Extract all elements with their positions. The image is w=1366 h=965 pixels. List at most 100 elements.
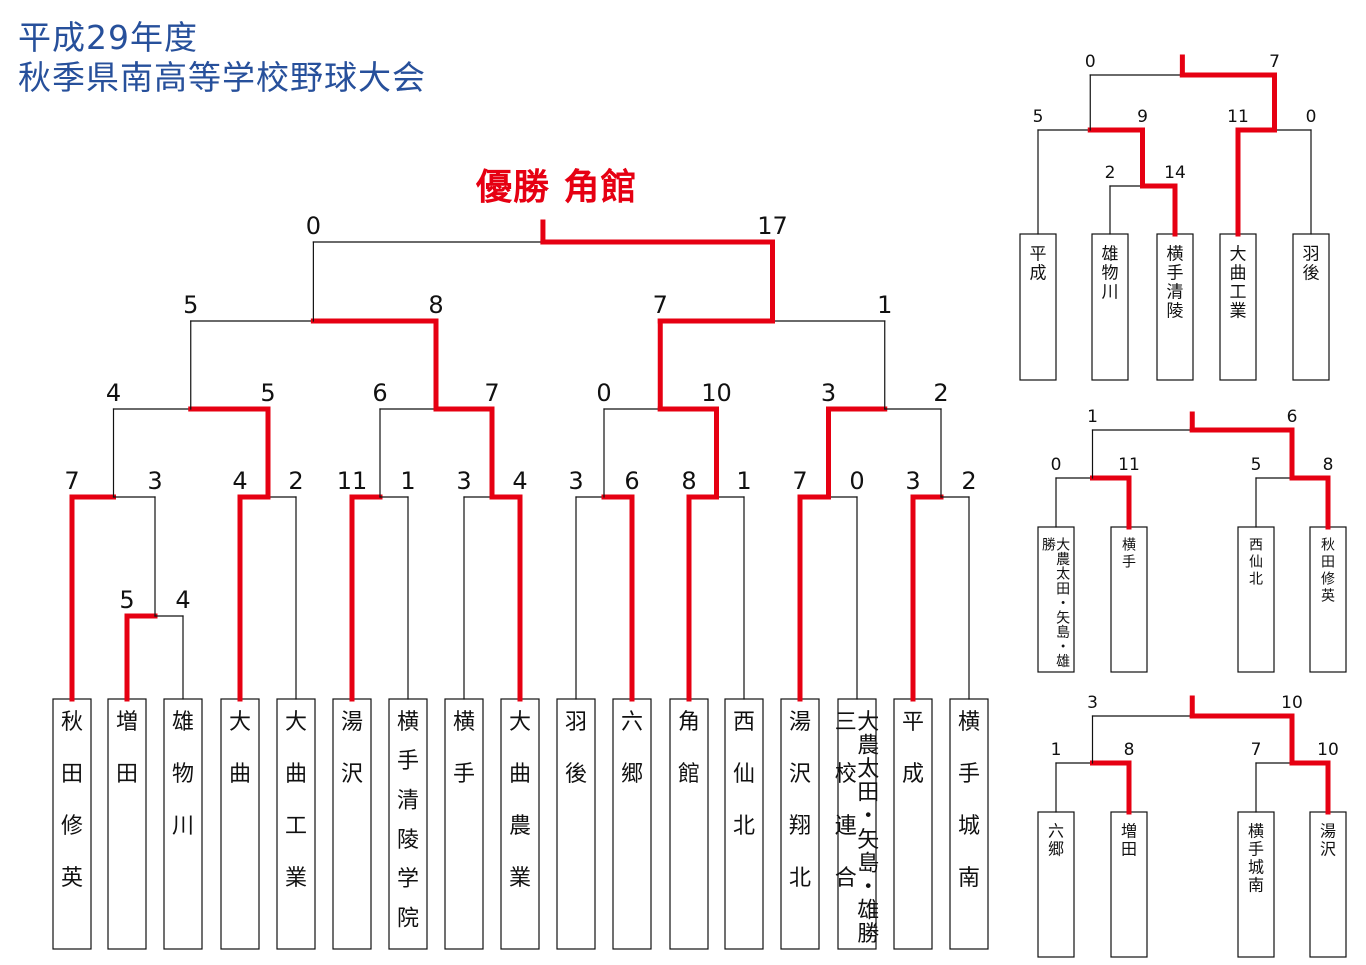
main-team-name: 大曲工業	[285, 710, 307, 891]
main-score: 10	[701, 379, 732, 407]
side1-team-box	[1219, 233, 1257, 381]
main-team-box	[556, 698, 596, 950]
main-score: 7	[792, 467, 807, 495]
side1-score: 9	[1137, 107, 1148, 127]
main-team-name: 横手	[453, 710, 475, 787]
main-team-name: 湯沢	[341, 710, 363, 787]
main-score: 6	[624, 467, 639, 495]
side3-team-box	[1110, 811, 1148, 958]
side3-team-name: 増田	[1121, 821, 1137, 858]
main-score: 0	[306, 212, 321, 240]
main-team-name: 角館	[678, 710, 700, 787]
side3-score: 10	[1281, 693, 1303, 713]
side3-team-name: 六郷	[1048, 821, 1064, 858]
main-team-box	[669, 698, 709, 950]
main-team-box	[949, 698, 989, 950]
main-score: 4	[106, 379, 121, 407]
main-team-box	[220, 698, 260, 950]
side1-team-name: 羽後	[1303, 244, 1320, 283]
main-team-box	[612, 698, 652, 950]
side1-score: 5	[1033, 107, 1044, 127]
side2-team-box	[1237, 526, 1275, 673]
side2-score: 1	[1087, 407, 1098, 427]
main-score: 1	[877, 291, 892, 319]
main-team-box	[276, 698, 316, 950]
side2-team-box	[1037, 526, 1075, 673]
main-score: 7	[653, 291, 668, 319]
main-score: 7	[484, 379, 499, 407]
main-score: 4	[232, 467, 247, 495]
main-score: 5	[183, 291, 198, 319]
main-score: 4	[512, 467, 527, 495]
main-score: 7	[64, 467, 79, 495]
main-team-name: 平成	[902, 710, 924, 787]
main-team-name: 大農太田・矢島・雄勝三校連合	[835, 710, 879, 947]
main-team-name: 大曲	[229, 710, 251, 787]
side1-team-box	[1292, 233, 1330, 381]
side3-team-name: 横手城南	[1248, 821, 1264, 894]
main-score: 0	[849, 467, 864, 495]
side1-score: 11	[1227, 107, 1249, 127]
side2-score: 8	[1323, 455, 1334, 475]
side1-team-box	[1019, 233, 1057, 381]
main-team-box	[780, 698, 820, 950]
side1-team-box	[1156, 233, 1194, 381]
side2-score: 11	[1118, 455, 1140, 475]
main-score: 2	[933, 379, 948, 407]
side2-team-name: 横手	[1122, 538, 1136, 571]
side2-score: 6	[1287, 407, 1298, 427]
main-team-name: 秋田修英	[61, 710, 83, 891]
side1-score: 0	[1085, 52, 1096, 72]
main-team-name: 大曲農業	[509, 710, 531, 891]
main-team-box	[52, 698, 92, 950]
main-score: 3	[147, 467, 162, 495]
main-score: 8	[681, 467, 696, 495]
main-team-box	[332, 698, 372, 950]
main-team-box	[444, 698, 484, 950]
main-team-box	[500, 698, 540, 950]
title-line-name: 秋季県南高等学校野球大会	[18, 58, 426, 97]
main-team-box	[724, 698, 764, 950]
side3-score: 1	[1051, 740, 1062, 760]
tournament-title: 平成29年度 秋季県南高等学校野球大会	[18, 18, 426, 98]
main-score: 2	[288, 467, 303, 495]
side2-team-name: 秋田修英	[1321, 538, 1335, 605]
side1-team-name: 平成	[1030, 244, 1047, 283]
main-score: 2	[961, 467, 976, 495]
main-team-name: 六郷	[621, 710, 643, 787]
side3-score: 7	[1251, 740, 1262, 760]
main-score: 3	[568, 467, 583, 495]
main-team-name: 西仙北	[733, 710, 755, 839]
main-score: 8	[428, 291, 443, 319]
main-score: 3	[905, 467, 920, 495]
side2-team-box	[1309, 526, 1347, 673]
main-team-name: 雄物川	[172, 710, 194, 839]
main-team-box	[893, 698, 933, 950]
main-score: 5	[119, 586, 134, 614]
side3-team-name: 湯沢	[1320, 821, 1336, 858]
main-score: 5	[260, 379, 275, 407]
title-line-year: 平成29年度	[18, 18, 198, 57]
main-score: 1	[400, 467, 415, 495]
side1-score: 2	[1105, 163, 1116, 183]
main-score: 3	[821, 379, 836, 407]
main-score: 17	[757, 212, 788, 240]
side3-score: 8	[1124, 740, 1135, 760]
side1-score: 0	[1306, 107, 1317, 127]
main-score: 11	[337, 467, 368, 495]
side2-score: 5	[1251, 455, 1262, 475]
main-team-box	[107, 698, 147, 950]
side1-team-name: 大曲工業	[1230, 244, 1247, 321]
main-team-name: 横手清陵学院	[397, 710, 419, 932]
champion-label: 優勝 角館	[476, 167, 638, 208]
side1-score: 14	[1164, 163, 1186, 183]
main-team-box	[163, 698, 203, 950]
main-score: 3	[456, 467, 471, 495]
main-score: 0	[596, 379, 611, 407]
main-team-name: 増田	[116, 710, 138, 787]
side3-team-box	[1309, 811, 1347, 958]
side1-team-name: 雄物川	[1102, 244, 1119, 302]
side3-team-box	[1037, 811, 1075, 958]
main-team-name: 湯沢翔北	[789, 710, 811, 891]
